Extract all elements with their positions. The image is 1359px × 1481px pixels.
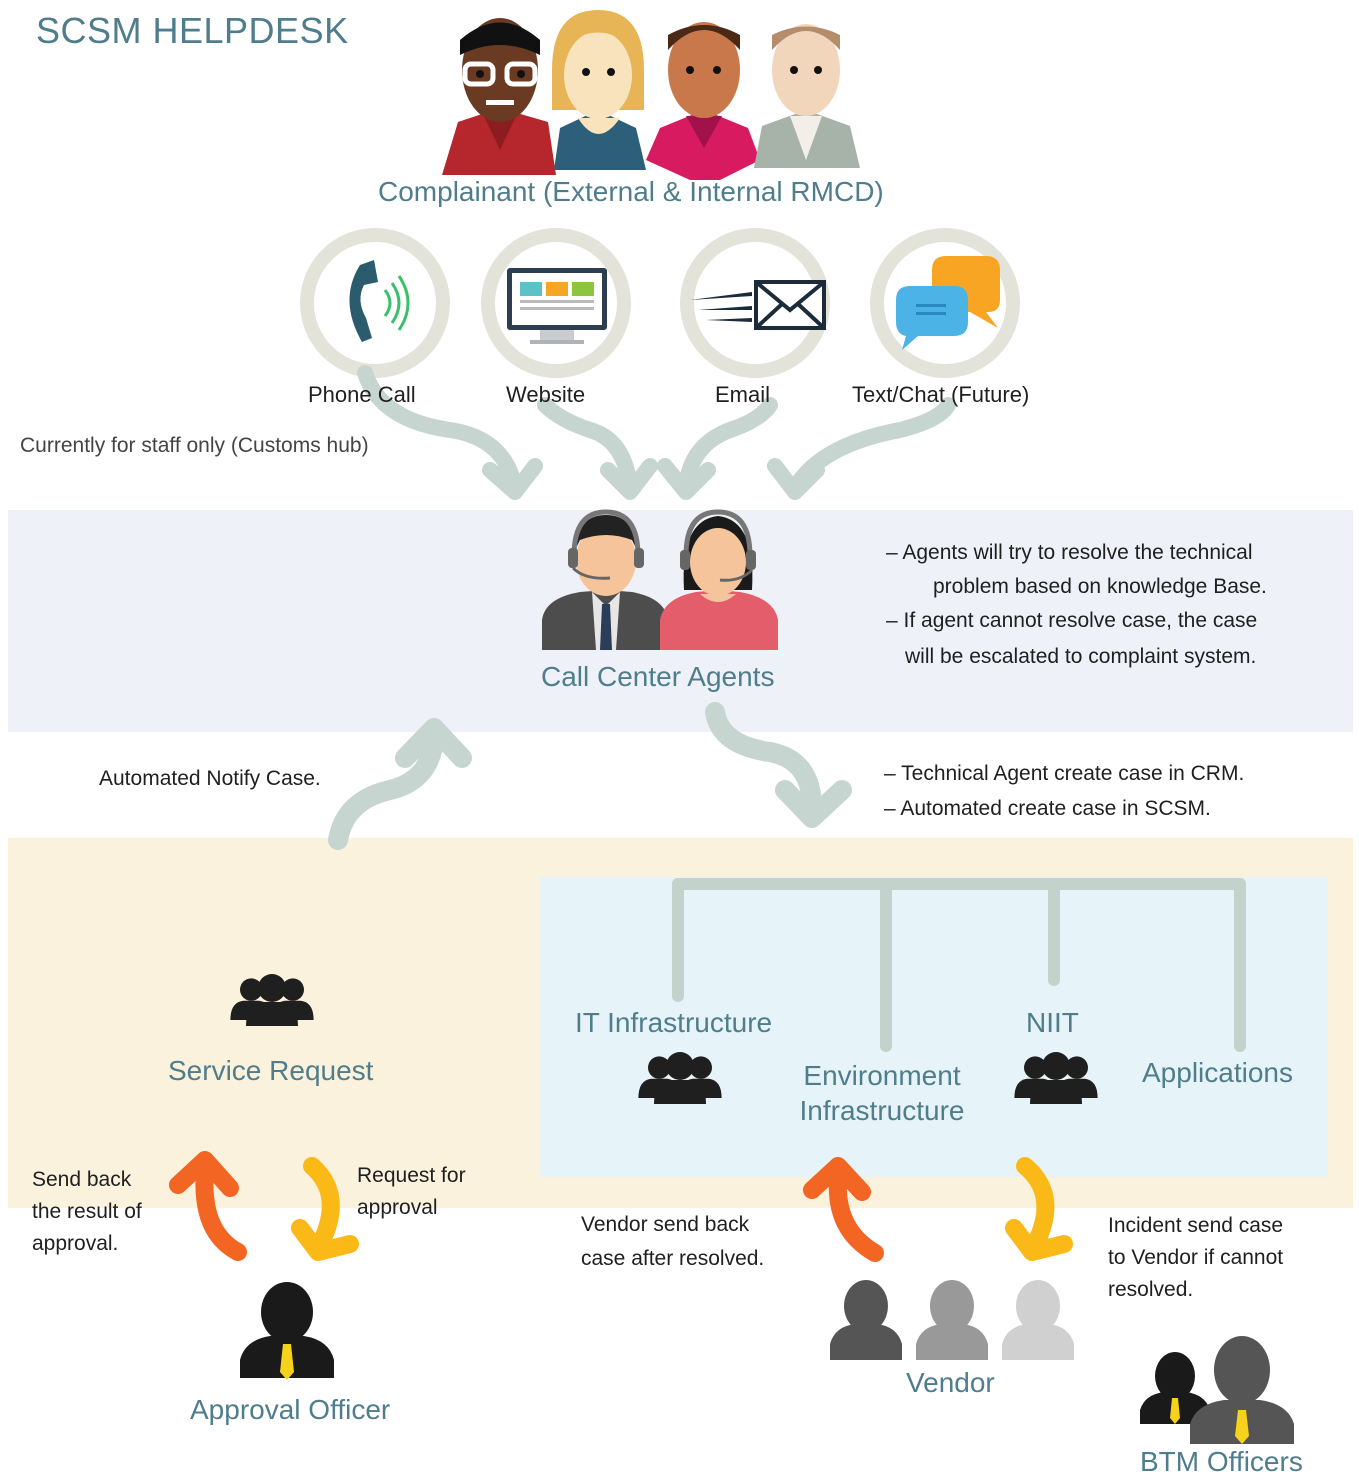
phone-icon <box>349 260 410 342</box>
channel-label-email: Email <box>715 382 771 407</box>
approval-send-back-line2: the result of <box>32 1200 142 1223</box>
vendor-label: Vendor <box>906 1367 995 1398</box>
create-case-arrow-head <box>775 780 852 828</box>
agent-note-1: – Agents will try to resolve the technic… <box>886 541 1253 564</box>
btm-officers-label: BTM Officers <box>1140 1446 1303 1477</box>
approval-request-line2: approval <box>357 1196 438 1219</box>
vendor-send-back-line2: case after resolved. <box>581 1247 765 1270</box>
create-case-arrow <box>705 702 822 818</box>
org-chart-lines <box>672 878 1246 1052</box>
create-note-1: – Technical Agent create case in CRM. <box>884 762 1245 785</box>
chat-bubbles-icon <box>896 256 1000 350</box>
complainant-avatar-4 <box>754 24 860 168</box>
group-label-environment-line1: Environment <box>803 1060 961 1091</box>
approval-send-back-arrow <box>195 1161 247 1261</box>
approval-officer-label: Approval Officer <box>190 1394 391 1425</box>
group-label-it-infrastructure: IT Infrastructure <box>575 1007 773 1038</box>
approval-request-note: Request for approval <box>357 1160 466 1224</box>
support-groups-panel <box>540 877 1328 1177</box>
approval-request-arrow <box>303 1157 340 1254</box>
approval-send-back-line3: approval. <box>32 1232 119 1255</box>
incident-vendor-line1: Incident send case <box>1108 1214 1284 1237</box>
channel-label-website: Website <box>506 382 586 407</box>
approval-send-back-line1: Send back <box>32 1168 132 1191</box>
notify-label: Automated Notify Case. <box>99 767 321 790</box>
approval-request-line1: Request for <box>357 1164 466 1187</box>
page-title: SCSM HELPDESK <box>36 10 349 51</box>
website-monitor-icon <box>507 268 607 344</box>
incident-vendor-note: Incident send case to Vendor if cannot r… <box>1108 1210 1283 1306</box>
notify-arrow <box>328 726 444 850</box>
complainant-group-icon <box>442 10 860 180</box>
btm-officers-icon <box>1140 1336 1294 1444</box>
incident-vendor-line2: to Vendor if cannot <box>1108 1246 1284 1269</box>
call-center-agents-icon <box>542 509 778 650</box>
complainant-label: Complainant (External & Internal RMCD) <box>378 176 884 207</box>
create-note-2: – Automated create case in SCSM. <box>884 797 1211 820</box>
incident-vendor-line3: resolved. <box>1108 1278 1194 1301</box>
service-request-label: Service Request <box>168 1055 374 1086</box>
complainant-avatar-3 <box>646 22 760 180</box>
group-label-environment-line2: Infrastructure <box>799 1095 965 1126</box>
group-label-environment-infrastructure: Environment Infrastructure <box>786 1058 978 1128</box>
approval-send-back-note: Send back the result of approval. <box>32 1164 142 1260</box>
agent-note-2: problem based on knowledge Base. <box>933 575 1267 598</box>
group-label-applications: Applications <box>1142 1057 1293 1088</box>
agent-note-3: – If agent cannot resolve case, the case <box>886 609 1258 632</box>
agent-note-4: will be escalated to complaint system. <box>905 645 1257 668</box>
niit-team-icon <box>1014 1052 1098 1104</box>
approval-officer-icon <box>240 1282 334 1380</box>
complainant-avatar-1 <box>442 18 556 175</box>
group-label-niit: NIIT <box>1026 1007 1079 1038</box>
service-request-team-icon <box>230 974 314 1026</box>
vendor-group-icon <box>830 1280 1074 1360</box>
staff-only-note: Currently for staff only (Customs hub) <box>20 434 369 457</box>
call-center-label: Call Center Agents <box>541 661 775 692</box>
channel-arrows <box>357 365 956 500</box>
it-infrastructure-team-icon <box>638 1052 722 1104</box>
channel-label-phone: Phone Call <box>308 382 416 407</box>
channel-label-chat: Text/Chat (Future) <box>852 382 1030 407</box>
vendor-send-back-arrow <box>828 1171 884 1262</box>
notify-arrow-head <box>395 718 472 768</box>
complainant-avatar-2 <box>552 10 646 170</box>
incident-to-vendor-arrow <box>1016 1157 1055 1254</box>
email-envelope-icon <box>690 280 826 330</box>
vendor-send-back-note: Vendor send back case after resolved. <box>581 1208 764 1276</box>
vendor-send-back-line1: Vendor send back <box>581 1213 750 1236</box>
